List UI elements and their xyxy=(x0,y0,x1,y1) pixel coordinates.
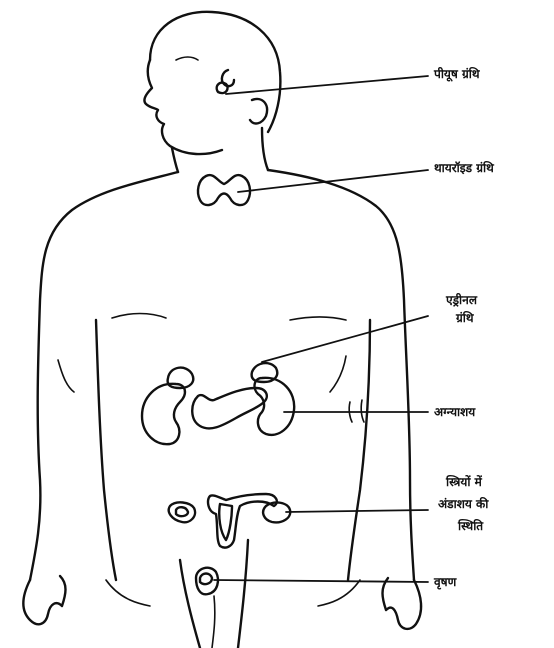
ovary-label-line2: अंडाशय की xyxy=(438,496,488,512)
ovary-label-line1: स्त्रियों में xyxy=(446,474,482,490)
head-outline xyxy=(144,12,280,154)
uterus-and-ovaries xyxy=(169,494,291,548)
adrenal-label-line2: ग्रंथि xyxy=(456,310,474,326)
pituitary-gland xyxy=(217,83,228,93)
pancreas-label: अग्न्याशय xyxy=(434,404,475,420)
ovary-label-line3: स्थिति xyxy=(458,518,483,534)
pancreas xyxy=(192,388,267,428)
testis xyxy=(196,568,218,595)
thyroid-gland xyxy=(198,175,250,205)
leader-lines xyxy=(214,76,428,582)
adrenal-label-line1: एड्रीनल xyxy=(446,292,477,308)
torso-outline xyxy=(30,170,414,606)
legs-outline xyxy=(180,540,248,648)
hands-outline xyxy=(23,576,421,629)
kidneys xyxy=(142,378,294,444)
pituitary-label: पीयूष ग्रंथि xyxy=(434,66,480,82)
testis-label: वृषण xyxy=(434,574,456,590)
thyroid-label: थायरॉइड ग्रंथि xyxy=(434,160,494,176)
adrenal-glands xyxy=(168,363,278,388)
